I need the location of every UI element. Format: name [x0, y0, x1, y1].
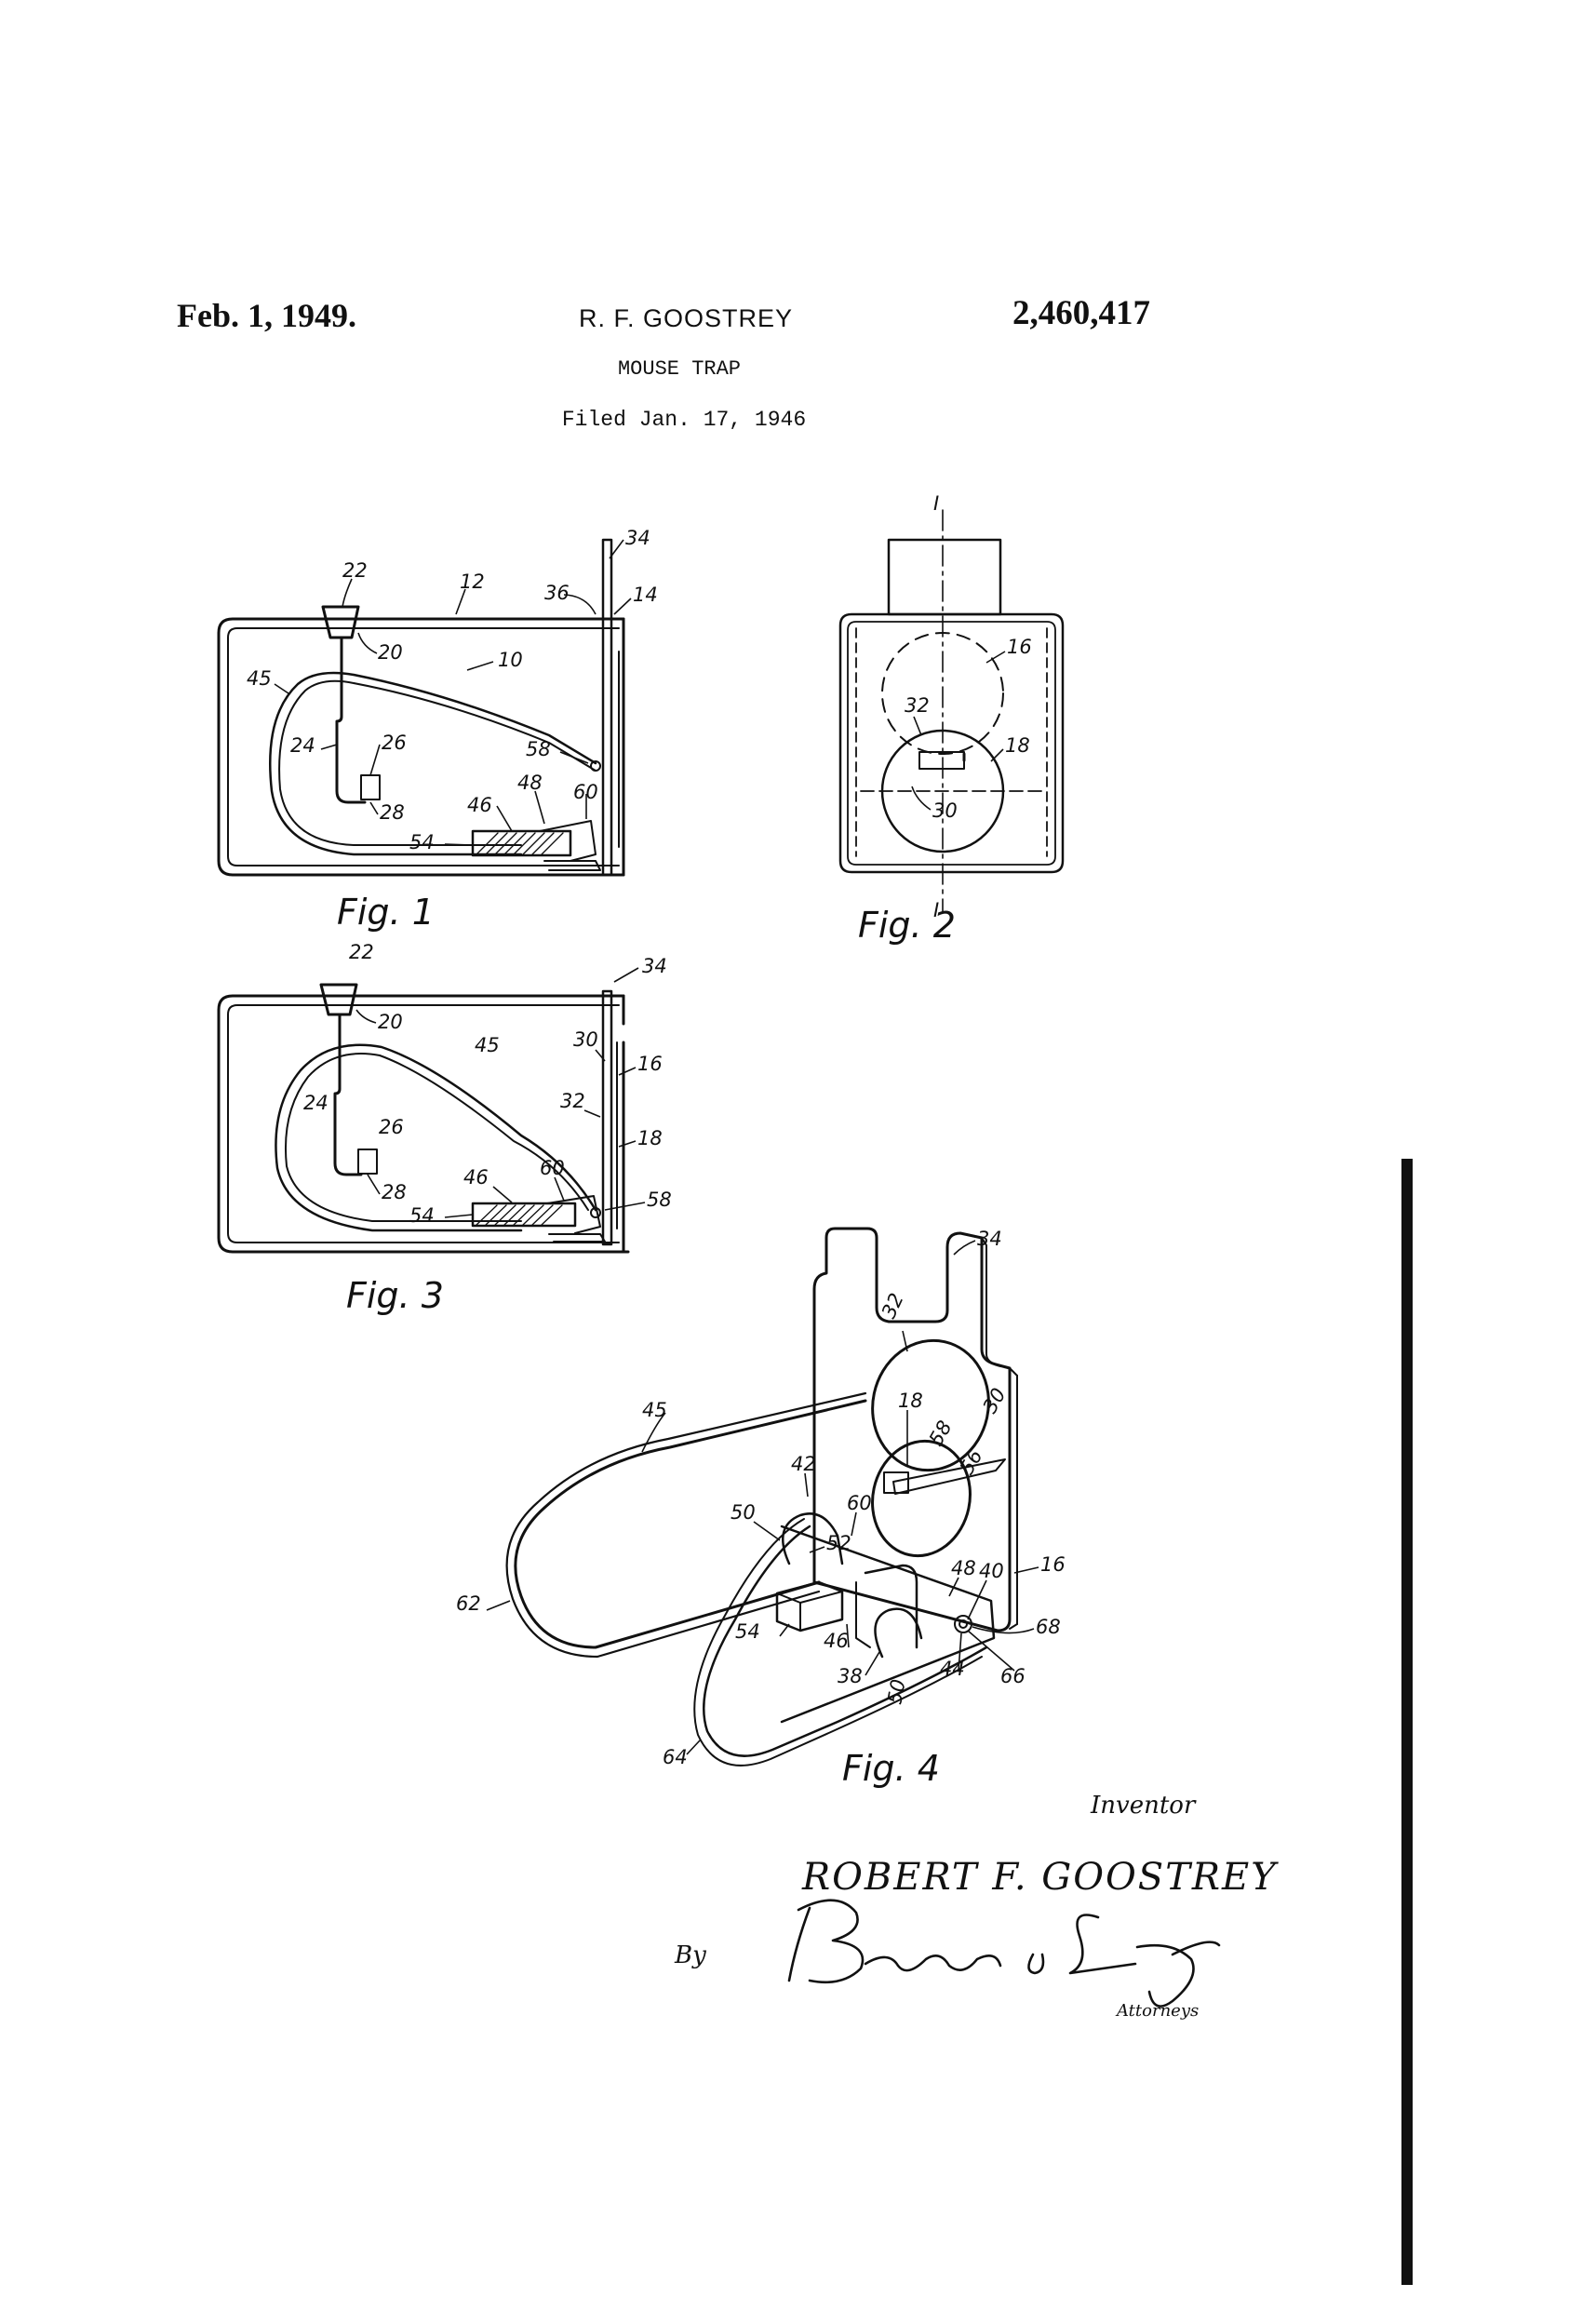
ref-16: 16: [1007, 636, 1032, 658]
patent-date: Feb. 1, 1949.: [177, 297, 356, 334]
ref-18: 18: [898, 1390, 923, 1412]
ref-68: 68: [1036, 1616, 1061, 1638]
ref-22: 22: [349, 941, 374, 963]
inventor-name: ROBERT F. GOOSTREY: [802, 1856, 1278, 1899]
attorneys-label: Attorneys: [1117, 2001, 1200, 2021]
by-label: By: [675, 1941, 706, 1969]
ref-54: 54: [735, 1620, 760, 1643]
figure-4-label: Fig. 4: [842, 1748, 940, 1789]
ref-48: 48: [517, 772, 543, 794]
ref-42: 42: [791, 1453, 816, 1475]
ref-45: 45: [642, 1399, 667, 1421]
ref-I-bottom: I: [933, 899, 939, 921]
ref-20: 20: [378, 641, 403, 664]
ref-50: 50: [731, 1501, 756, 1524]
ref-46: 46: [824, 1630, 849, 1652]
ref-38: 38: [838, 1665, 863, 1687]
ref-46: 46: [467, 794, 492, 816]
ref-24: 24: [303, 1092, 328, 1114]
ref-22: 22: [342, 559, 368, 582]
figure-1-label: Fig. 1: [337, 892, 435, 933]
attorney-signature: Beaman & Langford: [940, 1982, 941, 1983]
ref-32: 32: [560, 1090, 585, 1112]
ref-14: 14: [633, 584, 658, 606]
ref-30: 30: [932, 799, 958, 822]
ref-34: 34: [977, 1228, 1002, 1250]
figure-4-drawing: [505, 1227, 1018, 1767]
filing-date: Filed Jan. 17, 1946: [561, 408, 807, 432]
ref-40: 40: [979, 1560, 1004, 1582]
figure-3-label: Fig. 3: [346, 1275, 444, 1316]
patent-number: 2,460,417: [1012, 294, 1150, 332]
figure-2-refs: I I 16 32 18 30: [905, 492, 1032, 921]
ref-58: 58: [925, 1417, 957, 1449]
ref-64: 64: [663, 1746, 688, 1768]
ref-28: 28: [380, 801, 405, 824]
ref-50: 50: [883, 1677, 909, 1705]
scan-edge-bar: [1401, 1159, 1413, 2285]
ref-18: 18: [1005, 734, 1030, 757]
ref-16: 16: [637, 1053, 663, 1075]
figure-2-label: Fig. 2: [858, 905, 956, 946]
ref-62: 62: [456, 1592, 481, 1615]
ref-52: 52: [826, 1532, 851, 1554]
figure-1-drawing: [217, 538, 625, 877]
ref-I-top: I: [933, 492, 939, 515]
ref-58: 58: [526, 738, 551, 760]
ref-48: 48: [951, 1557, 976, 1579]
patent-title: MOUSE TRAP: [617, 357, 742, 381]
figure-4-refs: 34 32 45 18 30 58 56 42 60 50 52 48 40 1…: [456, 1228, 1066, 1768]
inventor-label: Inventor: [1091, 1792, 1196, 1820]
ref-36: 36: [544, 582, 570, 604]
ref-10: 10: [498, 649, 523, 671]
ref-54: 54: [409, 1204, 435, 1227]
ref-20: 20: [378, 1011, 403, 1033]
ref-30: 30: [573, 1028, 598, 1051]
ref-44: 44: [940, 1658, 965, 1680]
attorney-signature-drawing: [787, 1899, 1221, 2008]
inventor-short-name: R. F. GOOSTREY: [579, 304, 794, 332]
ref-45: 45: [247, 667, 272, 690]
ref-24: 24: [290, 734, 315, 757]
ref-34: 34: [642, 955, 667, 977]
ref-58: 58: [647, 1189, 672, 1211]
ref-30: 30: [979, 1384, 1011, 1417]
ref-34: 34: [625, 527, 650, 549]
ref-46: 46: [463, 1166, 489, 1189]
ref-12: 12: [460, 571, 485, 593]
ref-26: 26: [379, 1116, 404, 1138]
ref-16: 16: [1040, 1553, 1066, 1576]
figure-2-drawing: [838, 509, 1065, 913]
ref-60: 60: [847, 1492, 872, 1514]
ref-28: 28: [382, 1181, 407, 1203]
ref-26: 26: [382, 732, 407, 754]
figure-1-refs: 22 12 34 36 14 20 10 45 24 26 58 28 48 4…: [247, 527, 658, 853]
figure-3-drawing: [217, 983, 630, 1254]
ref-18: 18: [637, 1127, 663, 1149]
ref-32: 32: [878, 1290, 908, 1322]
figure-3-refs: 22 34 20 45 30 16 32 24 18 26 60 28 46 5…: [303, 941, 672, 1227]
ref-60: 60: [540, 1157, 565, 1179]
ref-54: 54: [409, 831, 435, 853]
ref-32: 32: [905, 694, 930, 717]
ref-45: 45: [475, 1034, 500, 1056]
